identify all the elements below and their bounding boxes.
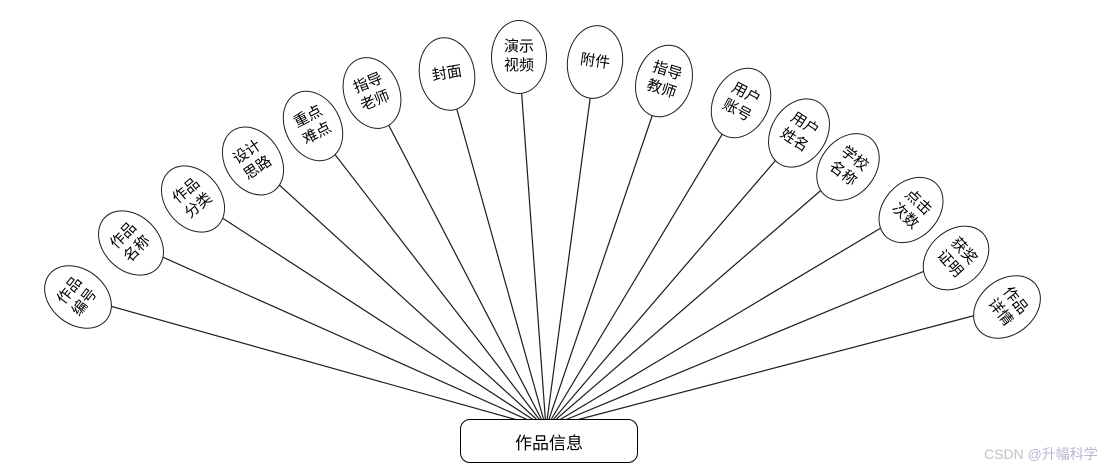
attribute-label: 作品分类 [169,174,216,222]
attribute-label: 演示视频 [504,38,535,74]
connector-line [518,56,547,429]
attribute-label: 点击次数 [888,186,935,233]
connector-line [312,125,547,429]
attribute-label: 作品详情 [984,283,1032,330]
entity-work-info: 作品信息 [460,419,638,463]
connector-line [252,160,547,429]
attribute-demo-video: 演示视频 [491,20,547,94]
connector-line [545,80,665,429]
attribute-label: 指导老师 [351,69,393,115]
connector-line [130,242,547,429]
connector-line [192,198,547,429]
watermark-prefix: CSDN [984,446,1028,462]
watermark: CSDN @升幅科学 [984,444,1098,464]
connector-line [371,92,547,429]
watermark-user: @升幅科学 [1027,446,1098,462]
entity-label: 作品信息 [515,433,583,453]
connector-line [545,61,596,429]
connector-line [545,132,800,429]
attribute-label: 指导教师 [644,58,685,102]
attribute-label: 设计思路 [230,137,275,184]
connector-line [545,257,957,429]
attribute-label: 学校名称 [825,142,872,190]
connector-line [545,306,1008,429]
connector-line [446,73,547,429]
attribute-label: 用户姓名 [777,109,822,156]
attribute-label: 封面 [430,62,464,85]
attribute-label: 重点难点 [290,102,335,149]
attribute-label: 附件 [579,50,612,72]
connector-line [545,209,912,429]
connector-line [77,296,547,429]
attribute-label: 用户账号 [719,79,764,126]
attribute-label: 获奖证明 [933,234,980,281]
attribute-label: 作品名称 [107,219,154,266]
connector-line [545,166,849,429]
attribute-label: 作品编号 [53,273,101,320]
connector-lines [77,56,1008,429]
connector-line [545,102,742,429]
